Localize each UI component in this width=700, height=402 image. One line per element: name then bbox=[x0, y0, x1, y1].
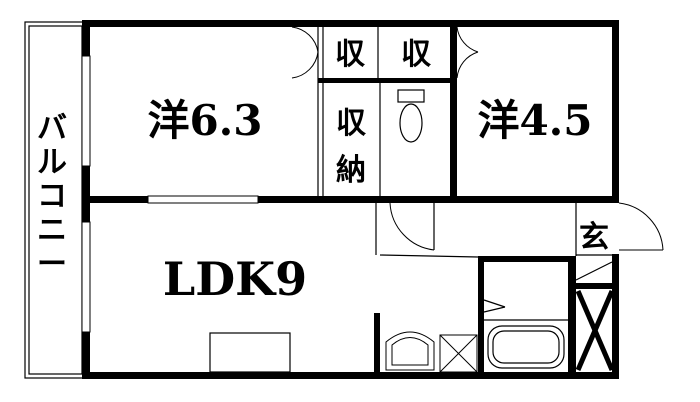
doors bbox=[291, 26, 664, 251]
room-label-western-4-5: 洋4.5 bbox=[477, 96, 592, 145]
shoe-storage bbox=[575, 290, 615, 371]
room-label-western-6-3: 洋6.3 bbox=[147, 96, 262, 145]
partitions bbox=[317, 27, 613, 321]
entrance-label: 玄 bbox=[579, 220, 609, 255]
svg-text:ル: ル bbox=[37, 145, 67, 180]
closet-label-bottom: 納 bbox=[336, 153, 366, 188]
windows bbox=[81, 55, 259, 333]
washbasin bbox=[385, 331, 435, 371]
kitchen-counter bbox=[209, 332, 291, 373]
washer-space bbox=[439, 334, 478, 373]
balcony-label: バ ル コ ニ ー bbox=[37, 111, 67, 282]
svg-text:ニ: ニ bbox=[37, 213, 67, 248]
bathtub bbox=[487, 325, 565, 369]
svg-text:コ: コ bbox=[37, 179, 67, 214]
toilet-fixture bbox=[397, 89, 425, 143]
room-label-ldk: LDK9 bbox=[163, 252, 307, 306]
closet-label-top: 収 bbox=[336, 106, 367, 141]
svg-text:バ: バ bbox=[37, 111, 67, 146]
svg-text:ー: ー bbox=[37, 247, 67, 282]
storage-label-2: 収 bbox=[401, 37, 432, 72]
storage-label-1: 収 bbox=[335, 37, 366, 72]
walls bbox=[82, 20, 619, 379]
